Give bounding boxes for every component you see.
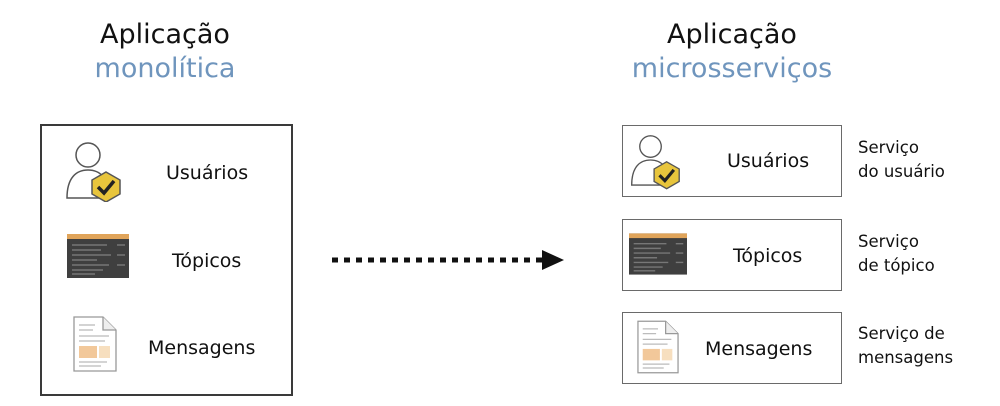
service-box-messages: Mensagens (622, 312, 842, 384)
document-icon (73, 316, 117, 377)
monolith-title-line1: Aplicação (100, 19, 230, 50)
service-box-label-users: Usuários (727, 150, 810, 172)
service-box-topics: Tópicos (622, 219, 842, 291)
service-name-users: Serviço do usuário (858, 136, 945, 184)
service-box-label-messages: Mensagens (705, 338, 813, 360)
topics-panel-icon (629, 232, 687, 281)
service-box-label-topics: Tópicos (733, 245, 803, 267)
microservices-title-line2: microsserviços (631, 53, 833, 84)
topics-panel-icon (67, 234, 129, 283)
monolith-box: Usuários Tópicos (40, 124, 293, 396)
service-name-messages: Serviço de mensagens (858, 322, 953, 370)
service-name-users-line2: do usuário (858, 162, 945, 181)
migration-arrow-icon (332, 250, 564, 270)
module-label-users: Usuários (166, 162, 249, 184)
microservices-title: Aplicação microsserviços (622, 18, 842, 86)
module-label-messages: Mensagens (148, 337, 256, 359)
service-name-messages-line2: mensagens (858, 348, 954, 367)
service-name-messages-line1: Serviço de (858, 324, 945, 343)
service-name-topics-line2: de tópico (858, 256, 935, 275)
document-icon (637, 319, 679, 380)
service-box-users: Usuários (622, 125, 842, 197)
monolith-title-line2: monolítica (94, 53, 236, 84)
user-shield-icon (64, 138, 122, 207)
microservices-title-line1: Aplicação (667, 19, 797, 50)
service-name-users-line1: Serviço (858, 138, 919, 157)
user-shield-icon (629, 130, 681, 195)
service-name-topics-line1: Serviço (858, 232, 919, 251)
service-name-topics: Serviço de tópico (858, 230, 935, 278)
module-label-topics: Tópicos (172, 250, 242, 272)
monolith-title: Aplicação monolítica (70, 18, 260, 86)
